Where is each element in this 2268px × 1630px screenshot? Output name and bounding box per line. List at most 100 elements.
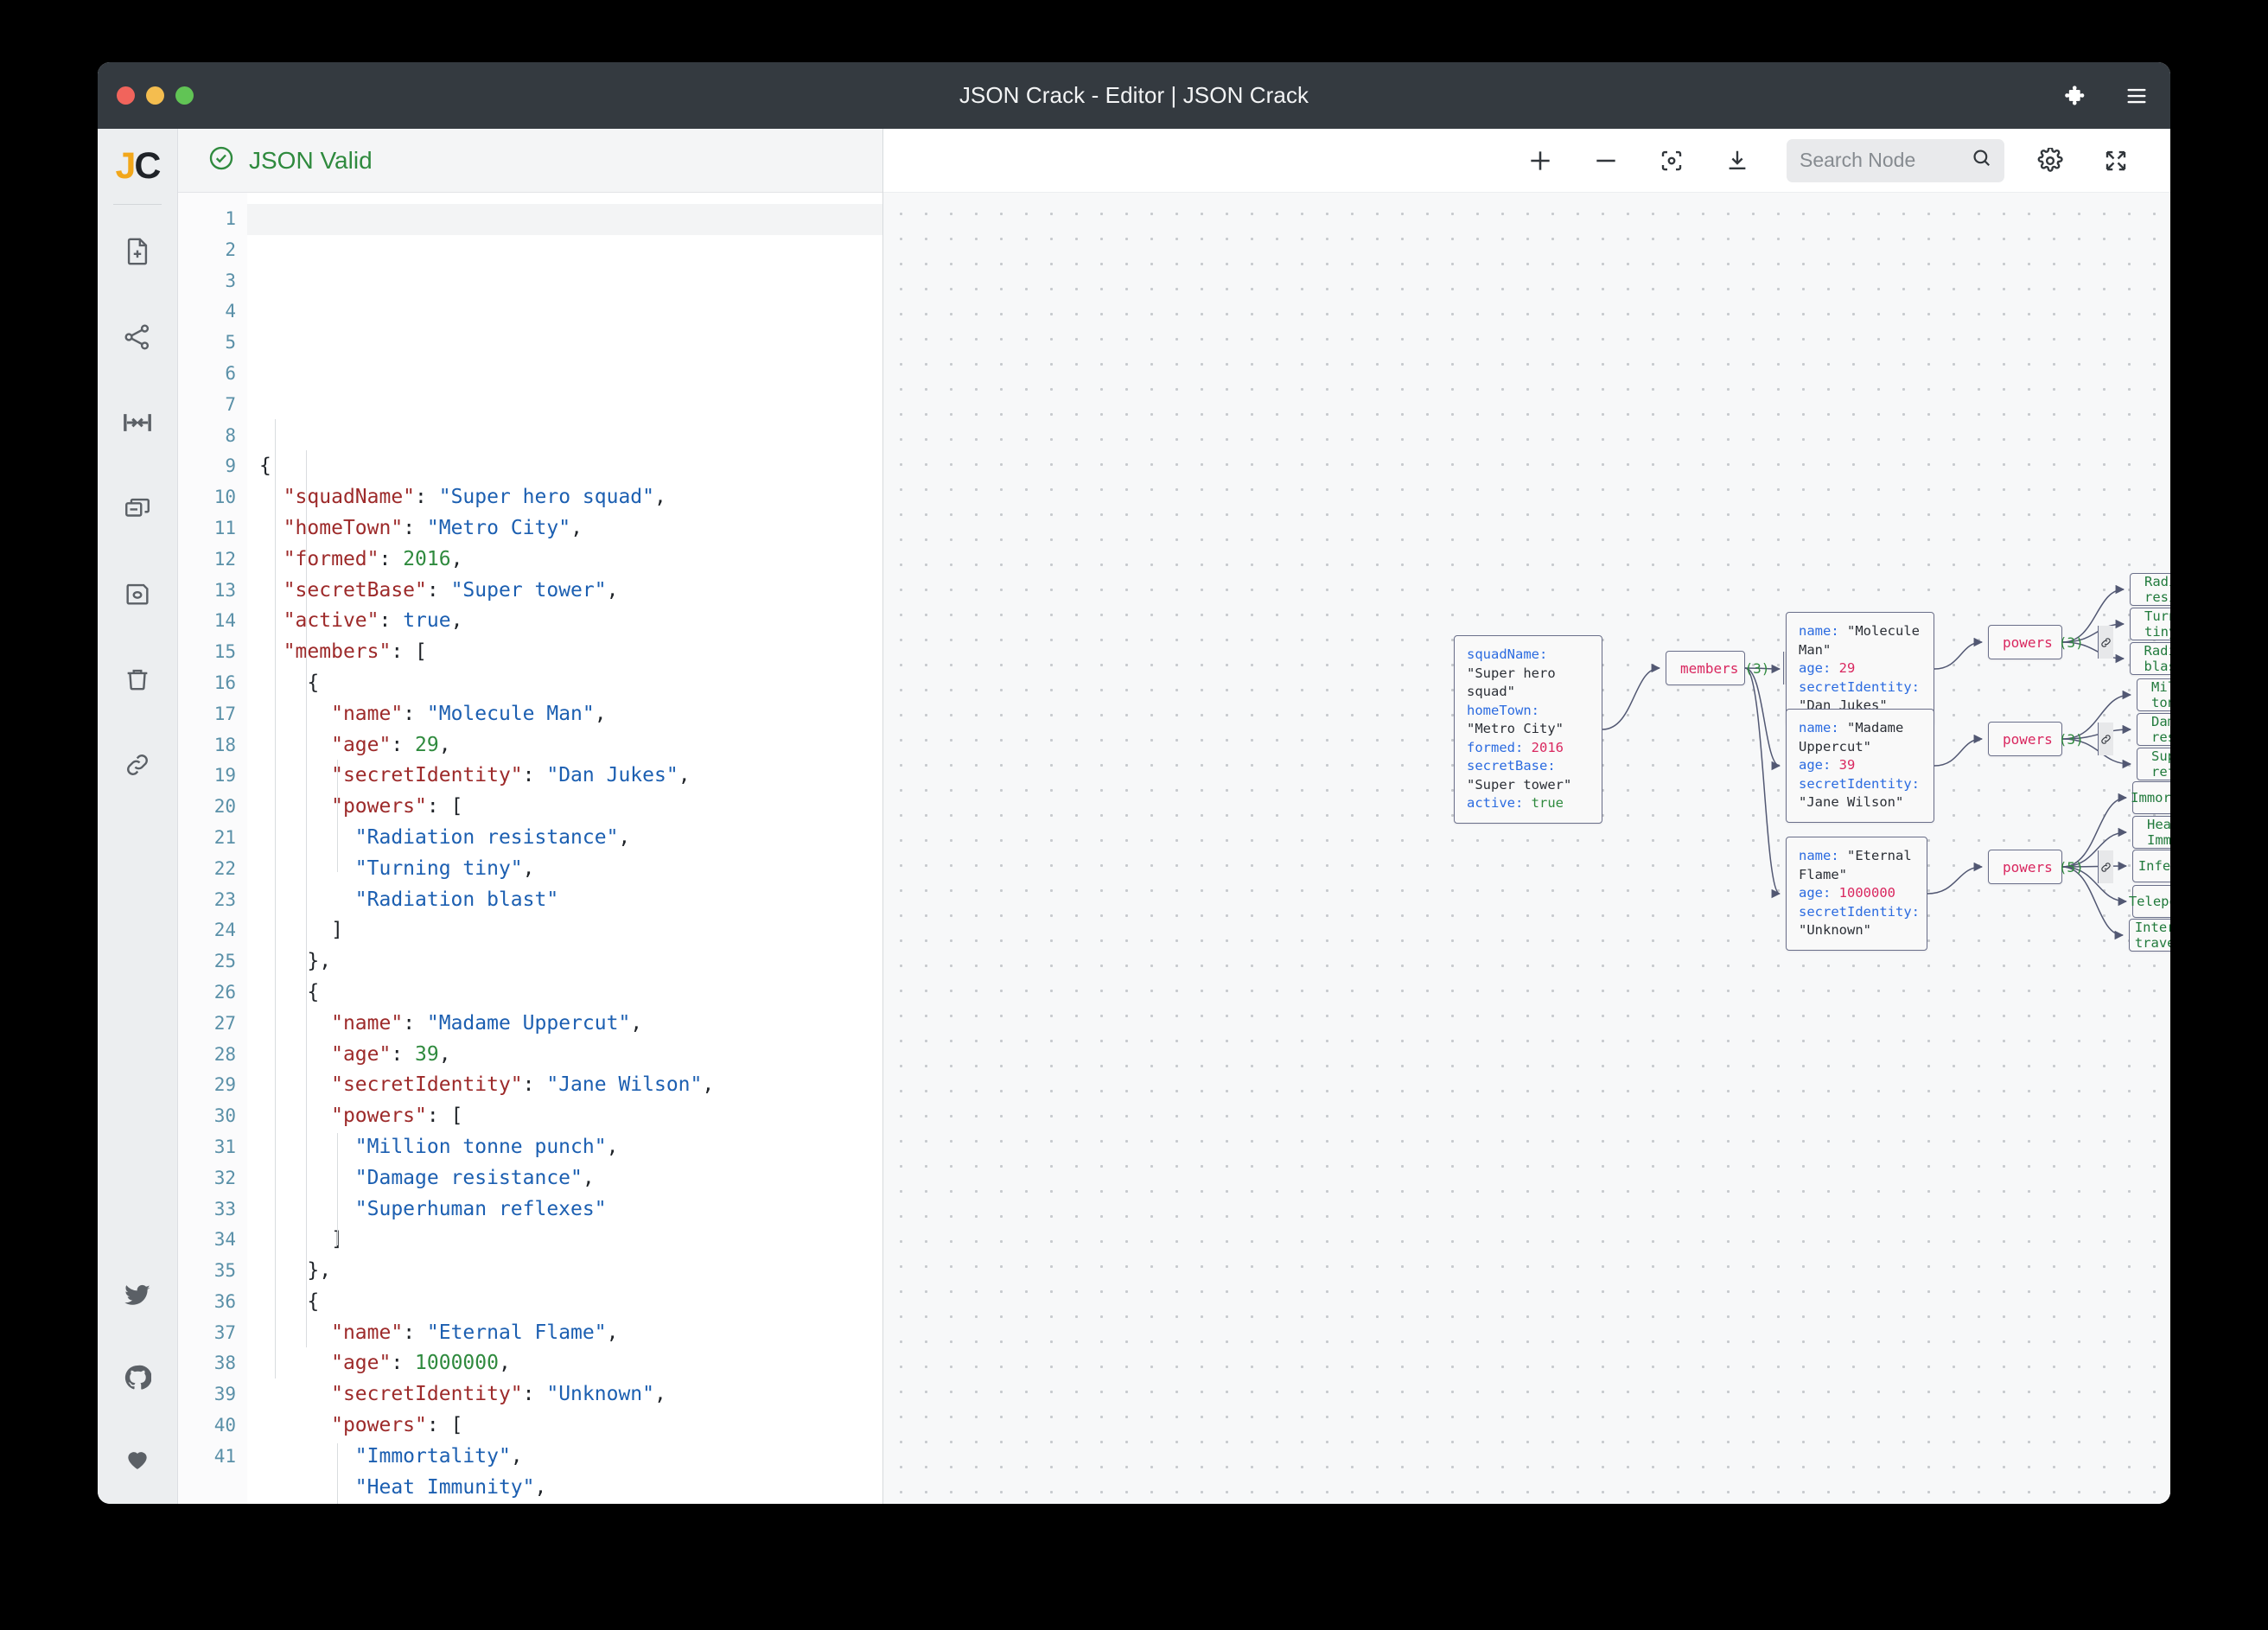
- array-count: (3): [2058, 634, 2084, 651]
- graph-toolbar: [883, 129, 2170, 193]
- graph-canvas[interactable]: squadName: "Super hero squad"homeTown: "…: [883, 193, 2170, 1504]
- graph-node-leaf[interactable]: Damage resistance: [2137, 713, 2170, 746]
- line-number: 15: [213, 641, 236, 663]
- array-label: powers(3): [2003, 730, 2084, 748]
- window-title: JSON Crack - Editor | JSON Crack: [959, 82, 1309, 108]
- hamburger-menu-icon[interactable]: [2122, 81, 2151, 111]
- code-line: "homeTown": "Metro City",: [283, 516, 583, 539]
- minimize-window-button[interactable]: [146, 86, 164, 105]
- graph-edge: [2061, 619, 2125, 643]
- graph-node-leaf[interactable]: Million tonne punch: [2137, 678, 2170, 711]
- line-number: 4: [225, 301, 236, 322]
- github-icon[interactable]: [113, 1353, 162, 1402]
- left-sidebar: JC: [98, 129, 178, 1504]
- node-key: active:: [1467, 795, 1524, 811]
- node-row: active: true: [1467, 794, 1590, 813]
- line-number: 40: [213, 1415, 236, 1436]
- graph-node-leaf[interactable]: Immortality: [2131, 781, 2170, 814]
- node-key: age:: [1799, 660, 1832, 676]
- minus-icon[interactable]: [1586, 141, 1626, 181]
- line-number: 24: [213, 920, 236, 941]
- graph-edge: [2061, 641, 2125, 664]
- title-bar: JSON Crack - Editor | JSON Crack: [98, 62, 2170, 129]
- graph-edge: [1744, 667, 1781, 771]
- graph-node-powers-1[interactable]: powers(3): [1988, 625, 2113, 659]
- node-value: "Jane Wilson": [1799, 794, 1904, 810]
- graph-node-powers-3[interactable]: powers(5): [1988, 850, 2113, 884]
- graph-node-leaf[interactable]: Radiation resistance: [2130, 573, 2170, 606]
- node-key: age:: [1799, 757, 1832, 773]
- graph-node-leaf[interactable]: Radiation blast: [2130, 642, 2170, 675]
- collapse-arrows-icon[interactable]: [113, 398, 162, 447]
- link-icon[interactable]: [2097, 626, 2113, 659]
- copy-layers-icon[interactable]: [113, 484, 162, 532]
- puzzle-icon[interactable]: [2061, 81, 2091, 111]
- line-number: 9: [225, 455, 236, 477]
- line-number: 38: [213, 1353, 236, 1374]
- line-number: 28: [213, 1043, 236, 1065]
- array-count: (5): [2058, 858, 2084, 875]
- graph-edge: [1934, 637, 1984, 670]
- search-icon[interactable]: [1971, 147, 1993, 174]
- line-number: 18: [213, 734, 236, 755]
- maximize-window-button[interactable]: [175, 86, 194, 105]
- code-line: ]: [259, 919, 343, 942]
- code-line: "Radiation resistance",: [354, 825, 631, 849]
- graph-node-root[interactable]: squadName: "Super hero squad"homeTown: "…: [1454, 635, 1602, 824]
- graph-edge: [1927, 862, 1984, 895]
- center-view-icon[interactable]: [1652, 141, 1691, 181]
- node-value: "Eternal Flame": [1799, 848, 1912, 882]
- line-number: 29: [213, 1074, 236, 1096]
- graph-node-leaf[interactable]: Turning tiny: [2130, 608, 2170, 640]
- graph-node-leaf[interactable]: Heat Immunity: [2132, 816, 2170, 849]
- graph-node-leaf[interactable]: Superhuman reflexes: [2137, 748, 2170, 780]
- line-number: 32: [213, 1167, 236, 1188]
- trash-icon[interactable]: [113, 655, 162, 704]
- node-value: 1000000: [1838, 885, 1895, 901]
- fullscreen-icon[interactable]: [2096, 141, 2136, 181]
- line-number: 22: [213, 857, 236, 879]
- app-logo[interactable]: JC: [116, 145, 162, 187]
- line-number: 25: [213, 951, 236, 972]
- logo-letter-c: C: [134, 145, 161, 187]
- code-line: "Superhuman reflexes": [354, 1197, 607, 1220]
- line-number: 21: [213, 826, 236, 848]
- link-icon[interactable]: [2097, 723, 2113, 755]
- node-row: name: "Molecule Man": [1799, 622, 1921, 659]
- new-document-icon[interactable]: [113, 227, 162, 276]
- indent-guide: [275, 419, 276, 1378]
- node-value: 39: [1838, 757, 1856, 773]
- graph-node-powers-2[interactable]: powers(3): [1988, 722, 2113, 756]
- twitter-icon[interactable]: [113, 1272, 162, 1321]
- code-content[interactable]: { "squadName": "Super hero squad", "home…: [247, 193, 882, 1504]
- array-count: (3): [1744, 659, 1770, 677]
- close-window-button[interactable]: [117, 86, 135, 105]
- heart-icon[interactable]: [113, 1435, 162, 1483]
- check-circle-icon: [208, 145, 234, 175]
- graph-node-leaf[interactable]: Inferno: [2132, 850, 2170, 882]
- graph-node-members[interactable]: members(3): [1666, 651, 1800, 685]
- graph-edges: [1602, 584, 2132, 940]
- share-graph-icon[interactable]: [113, 313, 162, 361]
- graph-node-leaf[interactable]: Interdimensional travel: [2129, 919, 2170, 952]
- link-icon[interactable]: [113, 741, 162, 789]
- indent-guide: [337, 760, 338, 872]
- graph-edge: [1744, 667, 1781, 899]
- json-status-text: JSON Valid: [249, 146, 373, 174]
- search-node-box[interactable]: [1787, 138, 2004, 182]
- graph-node-leaf[interactable]: Teleportation: [2129, 885, 2170, 918]
- app-window: JSON Crack - Editor | JSON Crack JC: [98, 62, 2170, 1504]
- gear-icon[interactable]: [2030, 141, 2070, 181]
- graph-edge: [2061, 861, 2128, 871]
- search-input[interactable]: [1800, 149, 1971, 172]
- plus-icon[interactable]: [1520, 141, 1560, 181]
- code-line: "name": "Molecule Man",: [331, 702, 607, 725]
- code-line: "Turning tiny",: [354, 856, 535, 880]
- link-icon[interactable]: [2097, 850, 2113, 883]
- download-icon[interactable]: [1717, 141, 1757, 181]
- save-disk-icon[interactable]: [113, 570, 162, 618]
